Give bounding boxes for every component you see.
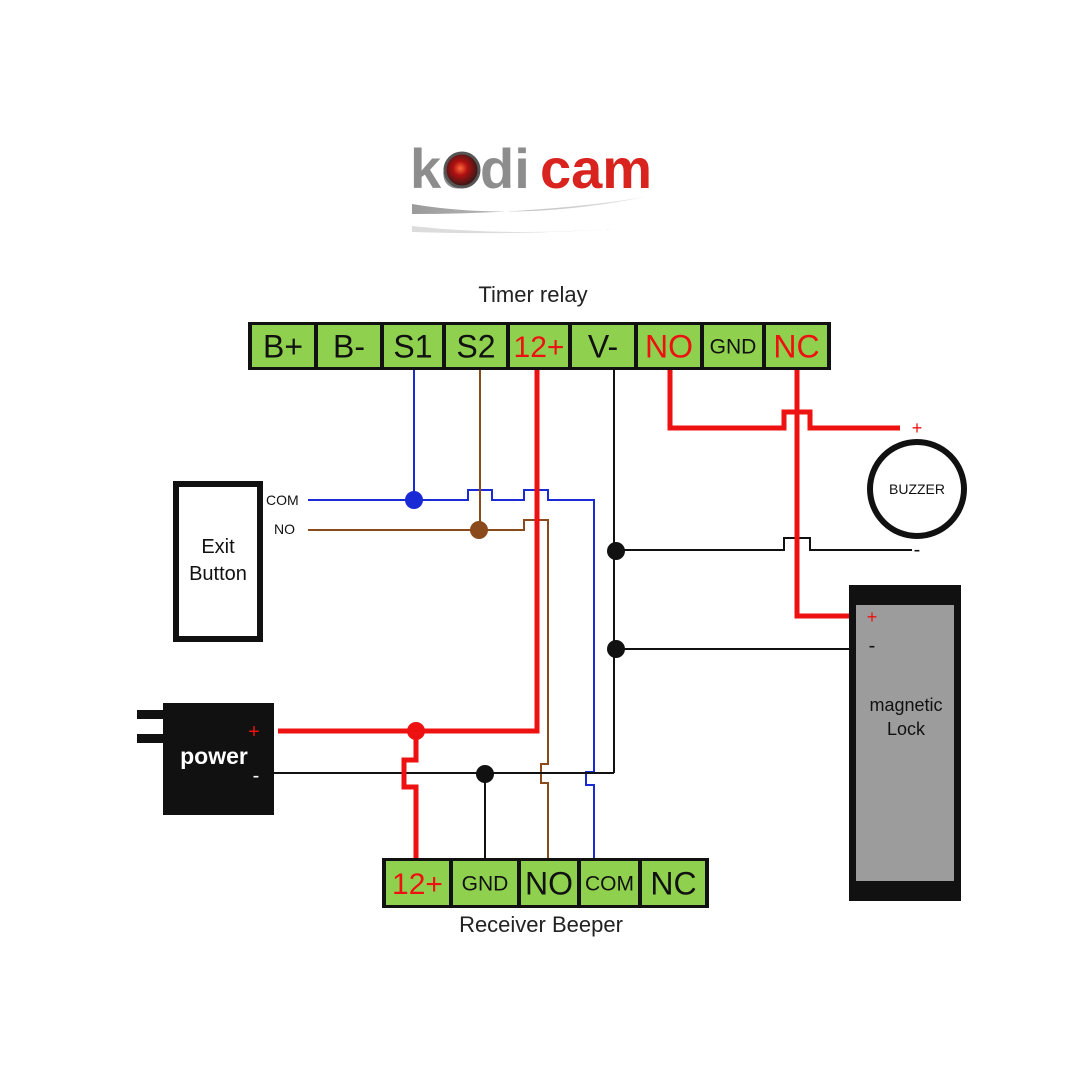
relay-terminal-label: S1 <box>393 329 432 365</box>
buzzer-label: BUZZER <box>889 481 945 497</box>
relay-terminal-label: GND <box>710 336 757 359</box>
brown-wire-no <box>308 519 549 860</box>
timer-relay: Timer relay B+ B- S1 S2 12+ V- NO GND NC <box>248 282 831 370</box>
exit-button-line2: Button <box>189 563 247 585</box>
logo-text-cam: cam <box>540 137 652 200</box>
red-wire-receiver-12v <box>401 731 419 860</box>
junctions <box>405 491 625 783</box>
red-wire-no-buzzer <box>667 370 900 431</box>
kodicam-logo: ko di cam <box>410 137 652 234</box>
relay-terminal-nc <box>766 325 827 367</box>
junction-black-buzzer <box>607 542 625 560</box>
receiver-terminal-label: 12+ <box>392 868 443 901</box>
receiver-terminals: 12+ GND NO COM NC <box>386 861 705 905</box>
red-wire-12v <box>278 370 540 734</box>
blue-wire-com <box>308 489 595 860</box>
relay-terminal-v <box>572 325 634 367</box>
timer-relay-title: Timer relay <box>478 282 587 307</box>
relay-terminal-b <box>252 325 314 367</box>
logo-swoosh <box>412 197 645 214</box>
receiver-terminal-nc <box>642 861 705 905</box>
power-supply: power + - <box>137 703 274 815</box>
buzzer-plus-label: + <box>912 418 923 438</box>
junction-red <box>407 722 425 740</box>
junction-black-lock <box>607 640 625 658</box>
power-body <box>163 703 274 815</box>
power-plug-pin-bottom <box>137 734 167 743</box>
receiver-terminal-label: NO <box>525 866 573 902</box>
wires <box>274 370 912 860</box>
relay-terminal-label: V- <box>588 329 618 365</box>
exit-no-label: NO <box>274 521 295 537</box>
relay-terminal-gnd <box>704 325 762 367</box>
receiver-terminal-gnd <box>453 861 517 905</box>
junction-blue <box>405 491 423 509</box>
receiver-terminal-label: COM <box>585 873 634 896</box>
lock-label-line2: Lock <box>887 719 926 739</box>
exit-button-face <box>179 487 257 636</box>
black-wire-buzzer-minus <box>614 537 912 551</box>
red-wire-nc-lock <box>794 370 852 619</box>
power-plus-label: + <box>248 721 260 743</box>
exit-com-label: COM <box>266 492 299 508</box>
receiver-terminal-12 <box>386 861 449 905</box>
logo-swoosh-reflection <box>412 226 645 234</box>
exit-button: Exit Button COM NO <box>173 481 299 642</box>
logo-lens-icon <box>443 151 481 189</box>
buzzer: BUZZER + - <box>867 418 967 561</box>
relay-terminal-label: S2 <box>456 329 495 365</box>
buzzer-body <box>867 439 967 539</box>
lock-face <box>856 605 954 881</box>
relay-terminal-s1 <box>384 325 442 367</box>
relay-terminal-label: B- <box>333 329 365 365</box>
power-label: power <box>180 743 248 769</box>
relay-terminal-b <box>318 325 380 367</box>
lock-minus-label: - <box>869 635 876 657</box>
power-minus-label: - <box>253 765 260 787</box>
relay-terminal-no <box>638 325 700 367</box>
lock-label-line1: magnetic <box>869 695 942 715</box>
relay-terminal-label: B+ <box>263 329 303 365</box>
magnetic-lock: + - magnetic Lock <box>849 585 961 901</box>
receiver-terminal-label: NC <box>650 866 696 902</box>
timer-relay-terminals: B+ B- S1 S2 12+ V- NO GND NC <box>252 325 827 367</box>
junction-black-receiver <box>476 765 494 783</box>
receiver-terminal-com <box>581 861 638 905</box>
logo-text-di: di <box>480 137 530 200</box>
receiver-beeper: 12+ GND NO COM NC Receiver Beeper <box>382 858 709 937</box>
buzzer-minus-label: - <box>914 539 921 561</box>
power-plug-pin-top <box>137 710 167 719</box>
relay-terminal-12 <box>510 325 568 367</box>
relay-terminal-label: NC <box>773 329 819 365</box>
lock-plus-label: + <box>867 607 878 627</box>
receiver-terminal-no <box>521 861 577 905</box>
receiver-terminal-label: GND <box>462 873 509 896</box>
relay-terminal-label: NO <box>645 329 693 365</box>
relay-terminal-s2 <box>446 325 506 367</box>
relay-terminal-label: 12+ <box>514 331 565 364</box>
receiver-title: Receiver Beeper <box>459 912 623 937</box>
junction-brown <box>470 521 488 539</box>
exit-button-line1: Exit <box>201 536 235 558</box>
